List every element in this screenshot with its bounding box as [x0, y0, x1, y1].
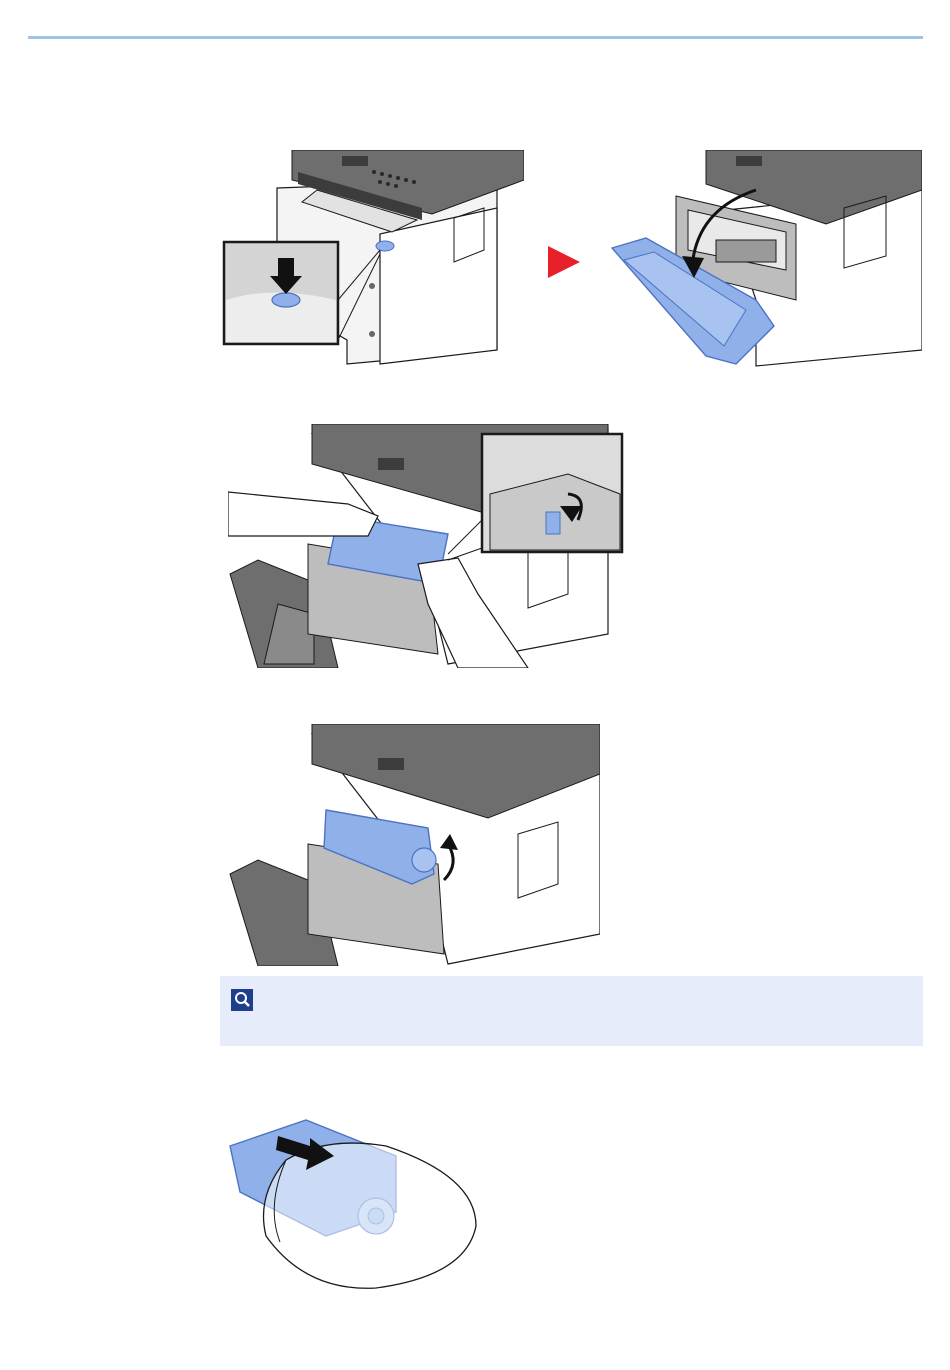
printer-icon — [606, 150, 922, 368]
printer-icon — [222, 150, 524, 366]
illustration-remove-from-bag — [226, 1116, 478, 1292]
note-box — [220, 976, 923, 1046]
note-magnifier-icon — [230, 988, 254, 1012]
top-rule — [28, 36, 923, 39]
illustration-press-button — [222, 150, 524, 366]
illustration-lift-toner — [228, 724, 600, 966]
next-step-arrow-icon — [546, 244, 582, 280]
illustration-release-lock — [228, 424, 624, 668]
hands-icon — [228, 424, 624, 668]
illustration-cover-open — [606, 150, 922, 368]
toner-icon — [228, 724, 600, 966]
bag-icon — [226, 1116, 478, 1292]
